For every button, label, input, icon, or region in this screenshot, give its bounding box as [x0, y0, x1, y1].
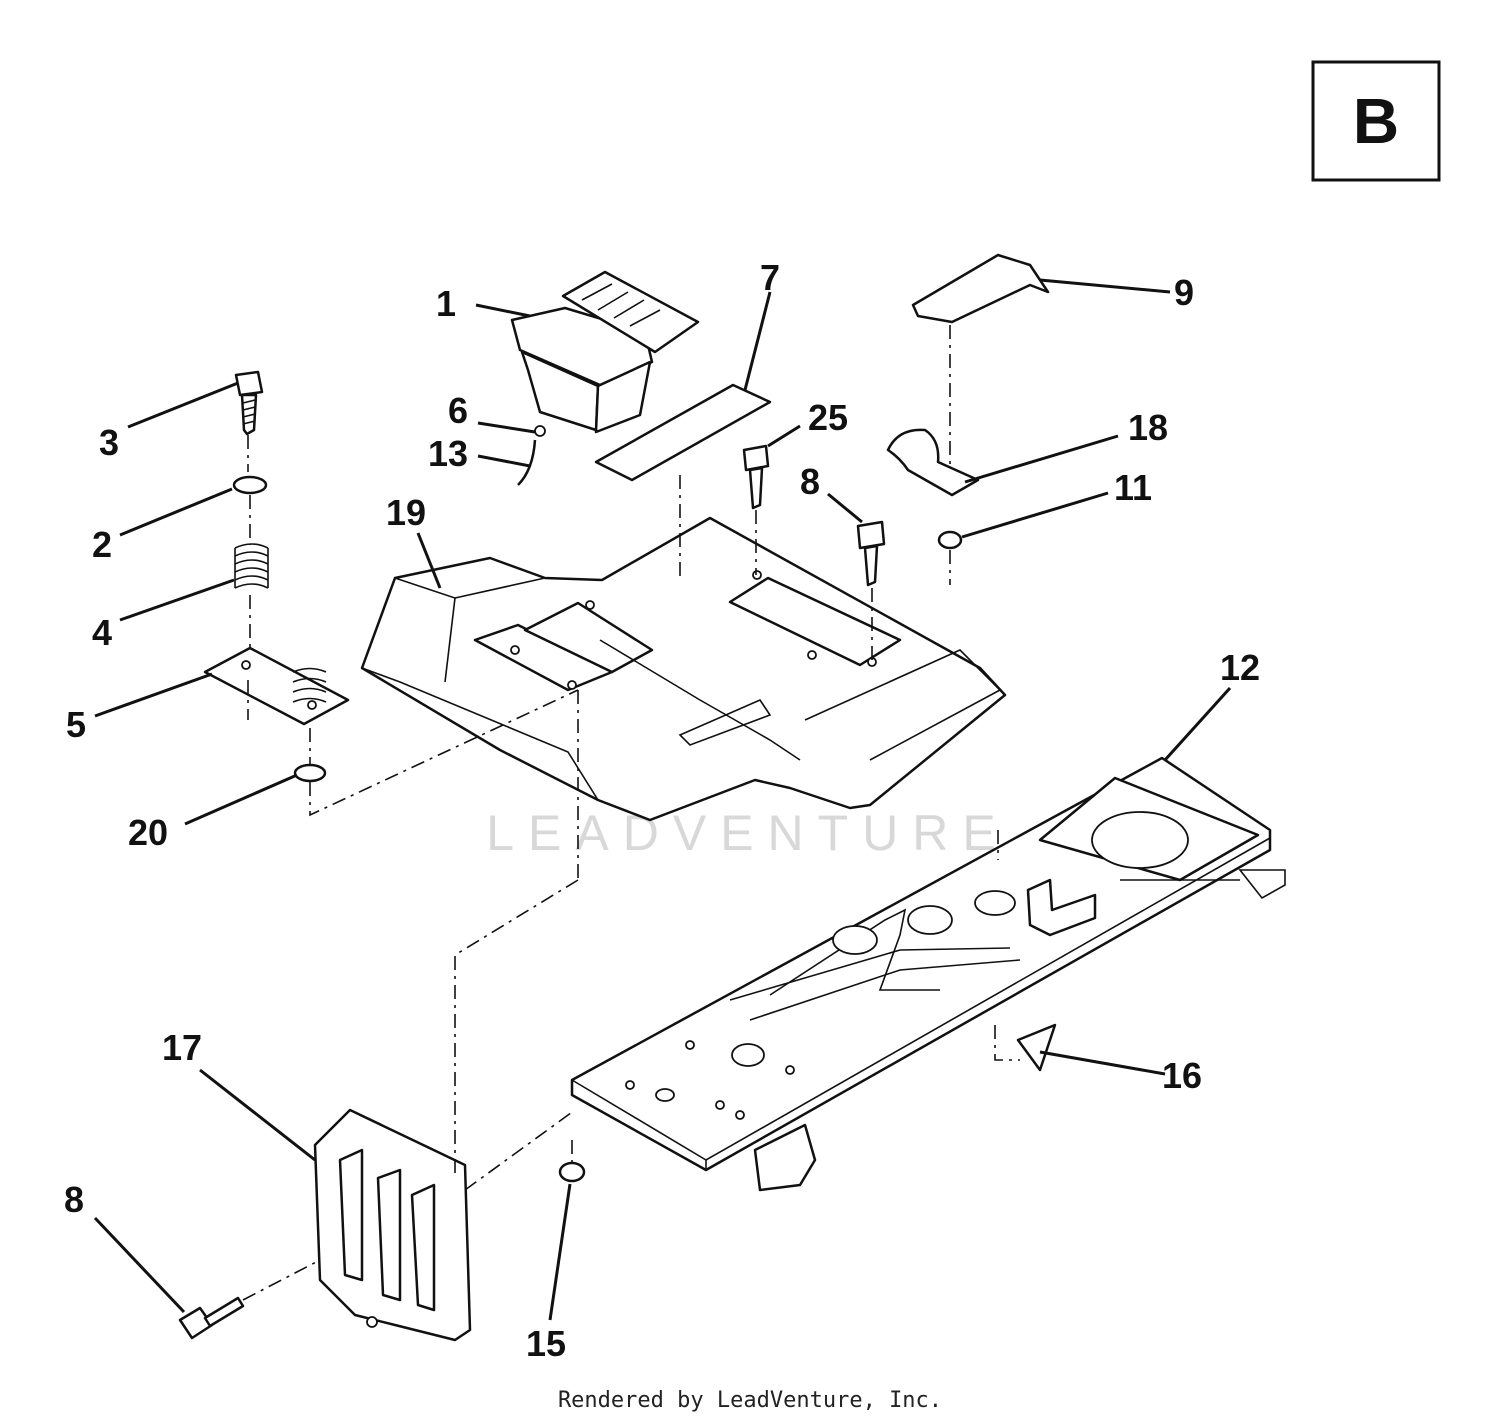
part-1-battery-box[interactable]: [510, 270, 700, 434]
part-12-frame[interactable]: [570, 756, 1286, 1192]
callout-7: 7: [760, 257, 780, 298]
part-5-plate[interactable]: [203, 646, 350, 726]
part-6-clip[interactable]: [534, 425, 546, 437]
footer-credit: Rendered by LeadVenture, Inc.: [557, 1388, 943, 1413]
callout-15: 15: [526, 1323, 566, 1364]
part-4-spring[interactable]: [234, 543, 269, 589]
callout-17: 17: [162, 1027, 202, 1068]
callout-11: 11: [1114, 467, 1152, 508]
part-8-bolt-top[interactable]: [856, 520, 886, 587]
part-11-nut[interactable]: [937, 530, 963, 550]
part-8-bolt-lower[interactable]: [178, 1296, 245, 1340]
part-16-clip[interactable]: [1016, 1023, 1057, 1072]
part-19-fender[interactable]: [360, 516, 1007, 822]
callout-25: 25: [808, 397, 848, 438]
callout-16: 16: [1162, 1055, 1202, 1096]
callout-18: 18: [1128, 407, 1168, 448]
callout-12: 12: [1220, 647, 1260, 688]
callout-4: 4: [92, 612, 112, 653]
watermark: LEADVENTURE: [486, 805, 1010, 861]
assembly-lines: [242, 325, 1020, 1301]
section-box: B: [1311, 60, 1441, 182]
part-3-bolt[interactable]: [234, 370, 264, 436]
part-17-plate[interactable]: [313, 1108, 472, 1342]
part-15-nut[interactable]: [558, 1161, 586, 1183]
part-9-bracket[interactable]: [911, 253, 1050, 324]
part-18-clamp[interactable]: [886, 428, 980, 497]
part-20-washer[interactable]: [293, 763, 327, 783]
callout-9: 9: [1174, 272, 1194, 313]
callout-1: 1: [436, 283, 456, 324]
callout-8-lower: 8: [64, 1179, 84, 1220]
part-7-pad[interactable]: [594, 383, 772, 482]
callouts: 1 2 3 4 5 6 7 8 8 9 11 12 13 15 16 17 18…: [64, 257, 1260, 1364]
part-2-washer[interactable]: [232, 475, 268, 495]
section-letter: B: [1353, 85, 1399, 157]
callout-13: 13: [428, 433, 468, 474]
callout-3: 3: [99, 422, 119, 463]
callout-2: 2: [92, 524, 112, 565]
callout-5: 5: [66, 704, 86, 745]
leader-lines: [93, 278, 1232, 1321]
callout-6: 6: [448, 390, 468, 431]
part-13-hose[interactable]: [517, 439, 537, 486]
part-25-bolt[interactable]: [742, 444, 770, 510]
callout-20: 20: [128, 812, 168, 853]
callout-8-top: 8: [800, 461, 820, 502]
callout-19: 19: [386, 492, 426, 533]
